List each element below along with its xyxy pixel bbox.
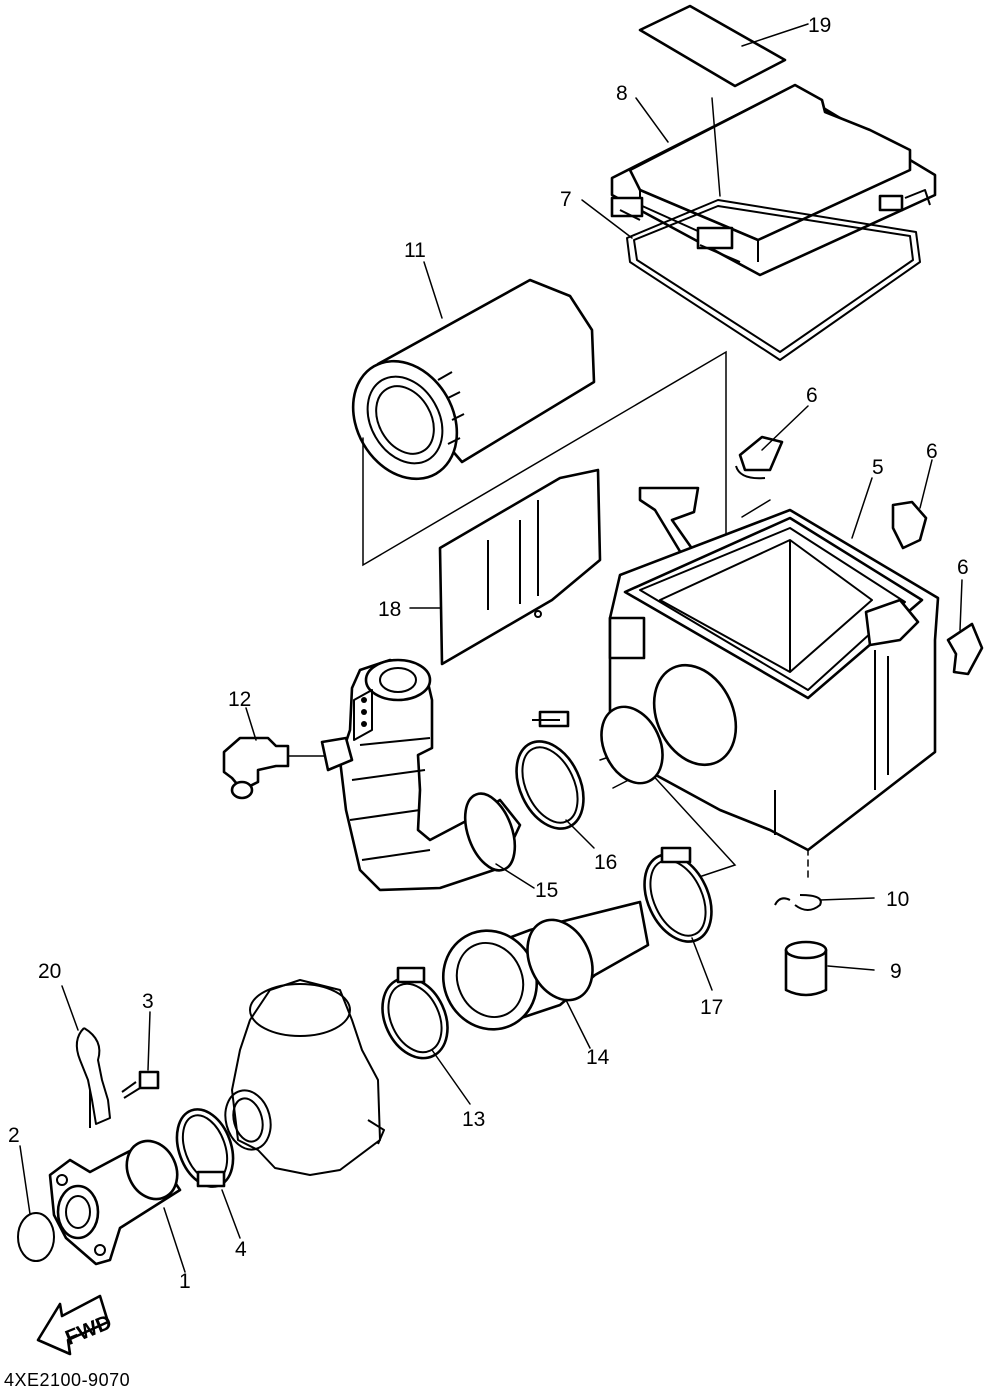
part-12-elbow[interactable] — [222, 736, 325, 800]
part-labels: 1 2 3 4 5 6 6 6 7 8 9 10 11 12 13 14 15 … — [8, 14, 969, 1293]
part-label: 17 — [700, 996, 723, 1019]
part-5-filter-case[interactable] — [590, 486, 940, 852]
part-label: 6 — [957, 556, 969, 579]
diagram-code: 4XE2100-9070 — [4, 1370, 131, 1390]
part-16-clamp[interactable] — [503, 710, 596, 839]
part-label: 18 — [378, 598, 401, 621]
part-15-duct[interactable] — [320, 658, 524, 892]
part-3-screw[interactable] — [121, 1070, 160, 1099]
part-label: 19 — [808, 14, 831, 37]
part-label: 14 — [586, 1046, 610, 1069]
carburetor — [224, 979, 385, 1176]
part-6-clip-a[interactable] — [735, 435, 784, 480]
part-19-label-sheet[interactable] — [638, 4, 787, 88]
part-6-clip-b[interactable] — [891, 500, 928, 550]
part-18-plate[interactable] — [438, 468, 602, 666]
part-label: 11 — [404, 239, 426, 262]
part-label: 16 — [594, 851, 617, 874]
part-label: 2 — [8, 1124, 20, 1147]
part-label: 1 — [179, 1270, 191, 1293]
part-2-o-ring[interactable] — [17, 1212, 55, 1262]
part-label: 10 — [886, 888, 909, 911]
part-label: 3 — [142, 990, 154, 1013]
part-label: 15 — [535, 879, 558, 902]
part-17-clamp[interactable] — [631, 844, 724, 953]
part-label: 8 — [616, 82, 628, 105]
fwd-arrow: FWD — [36, 1294, 115, 1356]
part-9-cap[interactable] — [784, 940, 828, 997]
part-4-clamp[interactable] — [167, 1102, 243, 1195]
part-14-joint[interactable] — [427, 900, 650, 1045]
part-label: 5 — [872, 456, 884, 479]
part-label: 4 — [235, 1238, 247, 1261]
part-label: 9 — [890, 960, 902, 983]
part-20-holder[interactable] — [75, 1027, 111, 1128]
part-label: 12 — [228, 688, 251, 711]
part-10-clip[interactable] — [774, 894, 822, 911]
part-6-clip-c[interactable] — [946, 622, 984, 676]
part-11-filter-element[interactable] — [332, 278, 596, 498]
part-label: 6 — [926, 440, 938, 463]
part-8-case-cover[interactable] — [610, 83, 937, 277]
part-label: 6 — [806, 384, 818, 407]
leader-lines — [19, 23, 963, 1273]
part-label: 7 — [560, 188, 572, 211]
part-1-manifold[interactable] — [48, 1133, 186, 1266]
part-7-gasket[interactable] — [626, 199, 921, 361]
part-13-clamp[interactable] — [370, 966, 460, 1068]
part-label: 20 — [38, 960, 61, 983]
part-label: 13 — [462, 1108, 485, 1131]
